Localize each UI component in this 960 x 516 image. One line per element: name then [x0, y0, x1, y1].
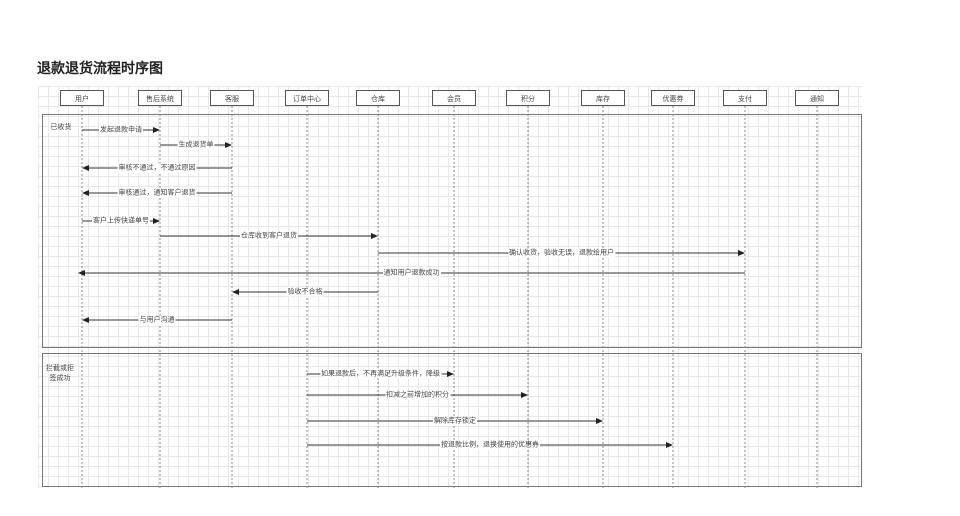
message-label: 扣减之前增加的积分 [385, 390, 450, 400]
arrowhead-icon [82, 165, 89, 171]
message-label: 验收不合格 [286, 287, 324, 297]
participant-box[interactable]: 会员 [432, 90, 476, 106]
message-label: 发起退款申请 [99, 125, 143, 135]
message-label: 审核通过，通知客户退货 [117, 188, 197, 198]
message-label: 与用户沟通 [138, 315, 176, 325]
frame-received [42, 114, 862, 348]
frame-label-intercepted: 拦截或拒签成功 [46, 364, 74, 382]
arrowhead-icon [371, 233, 378, 239]
arrowhead-icon [447, 371, 454, 377]
participant-box[interactable]: 客服 [210, 90, 254, 106]
participant-box[interactable]: 订单中心 [285, 90, 329, 106]
arrowhead-icon [78, 270, 85, 276]
arrowhead-icon [82, 317, 89, 323]
message-label: 通知用户退款成功 [382, 268, 441, 278]
message-label: 生成退货单 [177, 140, 215, 150]
frame-label-received: 已收货 [50, 123, 72, 131]
message-label: 解除库存锁定 [433, 416, 477, 426]
frame-intercepted [42, 353, 862, 487]
message-label: 按退款比例，退换使用的优惠券 [440, 440, 540, 450]
participant-box[interactable]: 积分 [506, 90, 550, 106]
arrowhead-icon [666, 442, 673, 448]
participant-box[interactable]: 售后系统 [138, 90, 182, 106]
arrowhead-icon [153, 127, 160, 133]
message-label: 如果退款后，不再满足升级条件，降级 [320, 369, 441, 379]
participant-box[interactable]: 仓库 [356, 90, 400, 106]
message-label: 仓库收到客户退货 [240, 231, 298, 241]
message-label: 客户上传快递单号 [92, 216, 150, 226]
arrowhead-icon [521, 392, 528, 398]
arrowhead-icon [738, 250, 745, 256]
diagram-title: 退款退货流程时序图 [37, 61, 163, 77]
participant-box[interactable]: 通知 [795, 90, 839, 106]
arrowhead-icon [225, 142, 232, 148]
participant-box[interactable]: 用户 [60, 90, 104, 106]
arrowhead-icon [232, 289, 239, 295]
message-label: 审核不通过，不通过原因 [117, 163, 197, 173]
participant-box[interactable]: 优惠券 [651, 90, 695, 106]
arrowhead-icon [596, 418, 603, 424]
arrowhead-icon [82, 190, 89, 196]
message-label: 确认收货，验收无误，退款给用户 [508, 248, 615, 258]
participant-box[interactable]: 库存 [581, 90, 625, 106]
participant-box[interactable]: 支付 [723, 90, 767, 106]
arrowhead-icon [153, 218, 160, 224]
